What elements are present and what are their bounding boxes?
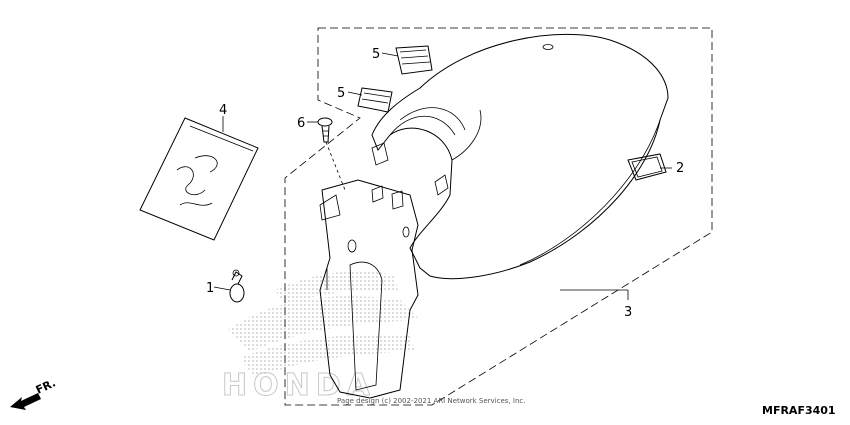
document-bag-part — [139, 117, 259, 241]
reflector-part-upper — [395, 45, 433, 75]
reflector-part-lower — [357, 87, 393, 113]
callout-5-upper[interactable]: 5 — [372, 47, 380, 62]
honda-watermark-text: HONDA — [222, 368, 376, 403]
front-direction-label: FR. — [34, 376, 58, 396]
front-arrow-icon — [10, 393, 41, 410]
callout-1[interactable]: 1 — [206, 281, 214, 296]
callout-2[interactable]: 2 — [676, 161, 684, 176]
copyright-text: Page design (c) 2002-2021 ARI Network Se… — [337, 397, 525, 405]
callout-3[interactable]: 3 — [624, 305, 632, 320]
front-direction-indicator: FR. — [10, 376, 58, 410]
callout-6[interactable]: 6 — [297, 116, 305, 131]
callout-5-lower[interactable]: 5 — [337, 86, 345, 101]
rear-fender-part — [371, 33, 669, 280]
screw-part — [317, 117, 346, 191]
inner-fender-bracket — [319, 179, 419, 399]
assembly-boundary — [284, 27, 713, 406]
honda-wing-watermark: HONDA — [222, 271, 420, 404]
callout-4[interactable]: 4 — [219, 103, 227, 118]
leader-lines — [213, 52, 672, 300]
diagram-part-code: MFRAF3401 — [762, 404, 836, 417]
side-reflector-part — [627, 153, 667, 181]
band-clip-part — [229, 269, 245, 303]
